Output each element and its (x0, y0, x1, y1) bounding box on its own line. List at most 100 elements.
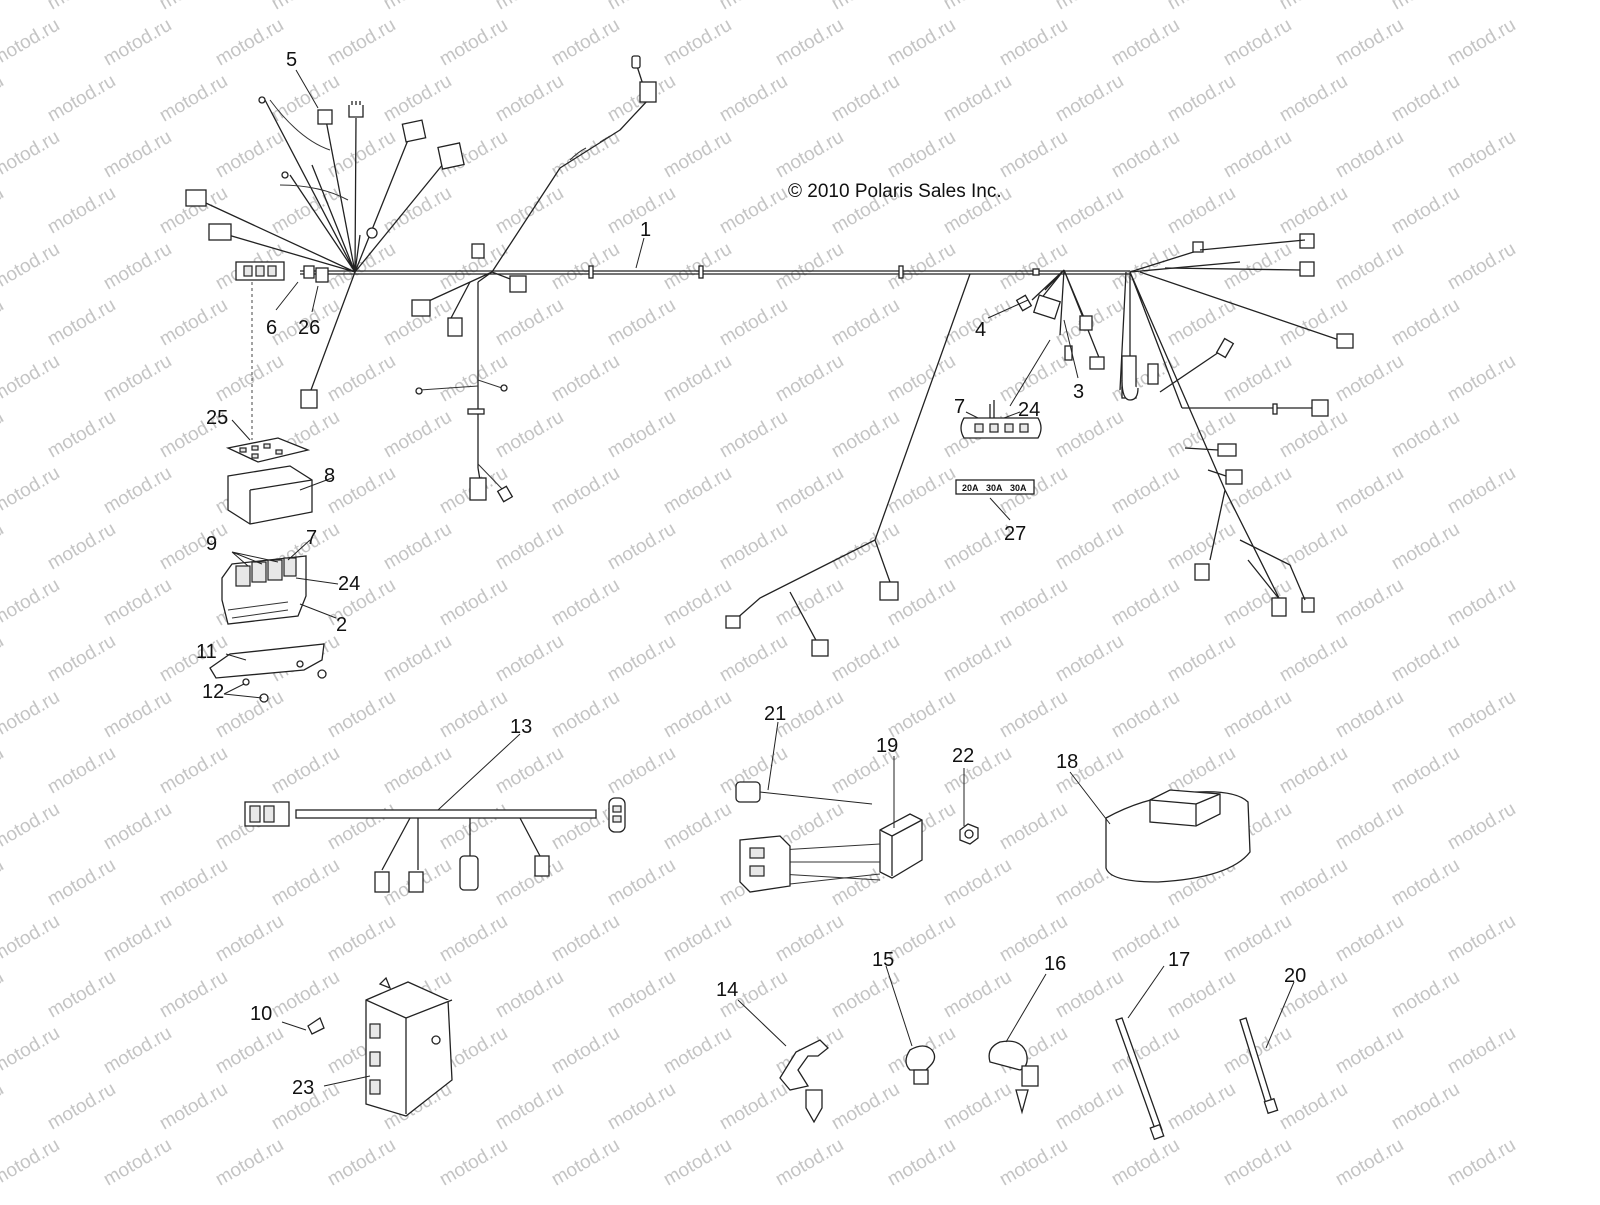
callout-2: 2 (336, 614, 347, 636)
watermark-text: motod.ru (1220, 351, 1295, 407)
watermark-text: motod.ru (604, 1079, 679, 1135)
watermark-text: motod.ru (1332, 239, 1407, 295)
watermark-text: motod.ru (492, 519, 567, 575)
callout-24b: 24 (338, 573, 360, 595)
watermark-text: motod.ru (660, 1135, 735, 1191)
watermark-text: motod.ru (548, 463, 623, 519)
watermark-text: motod.ru (0, 855, 7, 911)
watermark-text: motod.ru (1052, 519, 1127, 575)
watermark-text: motod.ru (716, 71, 791, 127)
watermark-text: motod.ru (492, 1079, 567, 1135)
callout-18: 18 (1056, 751, 1078, 773)
watermark-text: motod.ru (156, 519, 231, 575)
watermark-text: motod.ru (44, 183, 119, 239)
watermark-text: motod.ru (212, 1023, 287, 1079)
watermark-text: motod.ru (0, 15, 63, 71)
callout-6: 6 (266, 317, 277, 339)
watermark-text: motod.ru (996, 1135, 1071, 1191)
fuse-rating-2: 30A (986, 483, 1003, 493)
foam-pad-18 (1105, 789, 1251, 883)
watermark-text: motod.ru (0, 351, 63, 407)
watermark-text: motod.ru (660, 687, 735, 743)
watermark-text: motod.ru (548, 1135, 623, 1191)
callout-15: 15 (872, 949, 894, 971)
watermark-text: motod.ru (1388, 295, 1463, 351)
watermark-text: motod.ru (212, 351, 287, 407)
watermark-text: motod.ru (660, 463, 735, 519)
callout-20: 20 (1284, 965, 1306, 987)
watermark-text: motod.ru (268, 0, 343, 14)
callout-25: 25 (206, 407, 228, 429)
watermark-text: motod.ru (828, 407, 903, 463)
watermark-text: motod.ru (716, 407, 791, 463)
watermark-text: motod.ru (100, 1135, 175, 1191)
watermark-text: motod.ru (44, 743, 119, 799)
callout-3: 3 (1073, 381, 1084, 403)
watermark-text: motod.ru (380, 71, 455, 127)
watermark-text: motod.ru (660, 239, 735, 295)
watermark-text: motod.ru (1444, 687, 1519, 743)
watermark-text: motod.ru (100, 575, 175, 631)
watermark-text: motod.ru (660, 127, 735, 183)
watermark-text: motod.ru (1276, 183, 1351, 239)
callout-1: 1 (640, 219, 651, 241)
watermark-text: motod.ru (772, 1135, 847, 1191)
watermark-text: motod.ru (996, 687, 1071, 743)
watermark-text: motod.ru (1108, 127, 1183, 183)
watermark-text: motod.ru (1388, 71, 1463, 127)
watermark-text: motod.ru (548, 687, 623, 743)
callout-7b: 7 (306, 527, 317, 549)
fuse-block-detail: 20A 30A 30A (955, 400, 1042, 495)
callout-11: 11 (196, 641, 217, 663)
watermark-text: motod.ru (1332, 911, 1407, 967)
watermark-text: motod.ru (828, 967, 903, 1023)
callout-13: 13 (510, 716, 532, 738)
copyright-text: © 2010 Polaris Sales Inc. (788, 181, 1002, 202)
watermark-text: motod.ru (0, 407, 7, 463)
watermark-text: motod.ru (1164, 967, 1239, 1023)
watermark-text: motod.ru (940, 855, 1015, 911)
watermark-text: motod.ru (940, 1079, 1015, 1135)
watermark-text: motod.ru (828, 71, 903, 127)
watermark-text: motod.ru (212, 1135, 287, 1191)
watermark-text: motod.ru (884, 239, 959, 295)
watermark-text: motod.ru (324, 911, 399, 967)
watermark-text: motod.ru (492, 71, 567, 127)
watermark-text: motod.ru (100, 15, 175, 71)
watermark-text: motod.ru (1388, 1079, 1463, 1135)
watermark-text: motod.ru (772, 463, 847, 519)
watermark-text: motod.ru (492, 855, 567, 911)
callout-16: 16 (1044, 953, 1066, 975)
watermark-text: motod.ru (100, 239, 175, 295)
watermark-text: motod.ru (380, 0, 455, 14)
watermark-text: motod.ru (940, 967, 1015, 1023)
callout-7a: 7 (954, 396, 965, 418)
watermark-text: motod.ru (828, 1079, 903, 1135)
watermark-text: motod.ru (716, 519, 791, 575)
watermark-text: motod.ru (0, 71, 7, 127)
watermark-text: motod.ru (100, 911, 175, 967)
watermark-text: motod.ru (0, 911, 63, 967)
watermark-text: motod.ru (996, 351, 1071, 407)
watermark-text: motod.ru (0, 183, 7, 239)
watermark-text: motod.ru (884, 127, 959, 183)
watermark-text: motod.ru (1332, 1023, 1407, 1079)
watermark-text: motod.ru (436, 351, 511, 407)
watermark-text: motod.ru (660, 15, 735, 71)
watermark-text: motod.ru (660, 575, 735, 631)
watermark-text: motod.ru (604, 519, 679, 575)
watermark-text: motod.ru (492, 967, 567, 1023)
watermark-text: motod.ru (436, 799, 511, 855)
watermark-text: motod.ru (492, 631, 567, 687)
watermark-text: motod.ru (436, 575, 511, 631)
watermark-text: motod.ru (1444, 1023, 1519, 1079)
watermark-text: motod.ru (380, 743, 455, 799)
watermark-text: motod.ru (100, 1023, 175, 1079)
watermark-text: motod.ru (0, 631, 7, 687)
watermark-text: motod.ru (156, 1079, 231, 1135)
watermark-text: motod.ru (1164, 71, 1239, 127)
watermark-text: motod.ru (1332, 463, 1407, 519)
watermark-text: motod.ru (548, 351, 623, 407)
watermark-text: motod.ru (1108, 351, 1183, 407)
watermark-text: motod.ru (1108, 575, 1183, 631)
